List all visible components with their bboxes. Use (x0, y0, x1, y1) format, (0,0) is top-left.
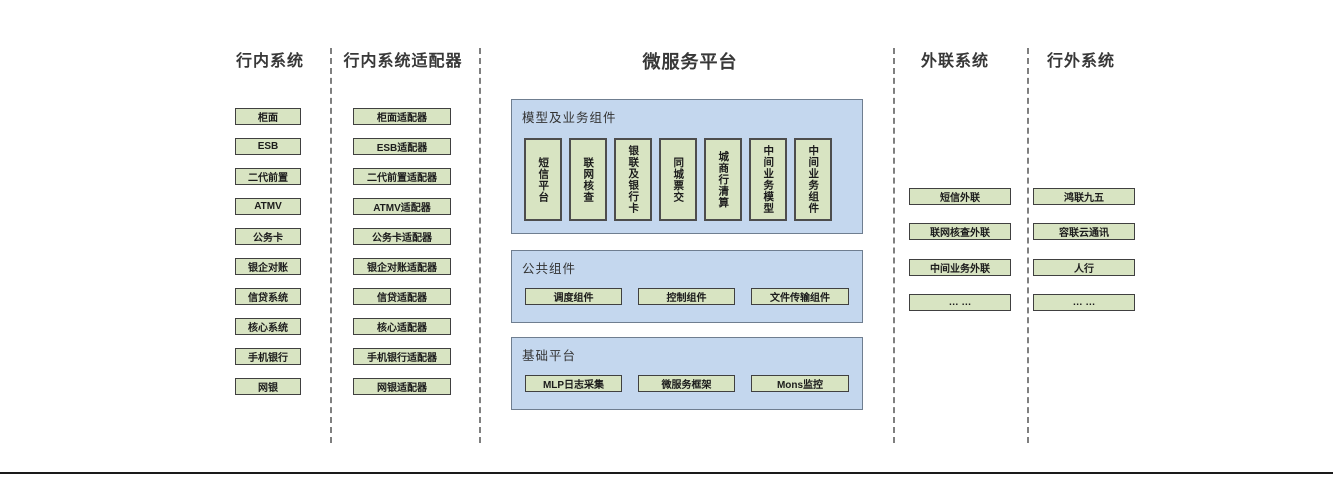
internal-system-node: 信贷系统 (235, 288, 301, 305)
group-public-components: 公共组件 调度组件 控制组件 文件传输组件 (511, 250, 863, 323)
internal-system-node: 手机银行 (235, 348, 301, 365)
internal-system-node: 银企对账 (235, 258, 301, 275)
adapter-node: 网银适配器 (353, 378, 451, 395)
internal-system-node: 核心系统 (235, 318, 301, 335)
group-title: 基础平台 (522, 349, 577, 363)
column-title-outreach-systems: 外联系统 (920, 53, 989, 70)
outreach-system-node: 短信外联 (909, 188, 1011, 205)
group-base-platform: 基础平台 MLP日志采集 微服务框架 Mons监控 (511, 337, 863, 410)
adapter-node: 信贷适配器 (353, 288, 451, 305)
adapter-node: 柜面适配器 (353, 108, 451, 125)
internal-system-node: ESB (235, 138, 301, 155)
adapter-node: 银企对账适配器 (353, 258, 451, 275)
internal-system-node: 网银 (235, 378, 301, 395)
platform-component-node: Mons监控 (751, 375, 849, 392)
column-title-microservice-platform: 微服务平台 (642, 52, 738, 72)
external-system-node: 人行 (1033, 259, 1135, 276)
adapter-node: 手机银行适配器 (353, 348, 451, 365)
group-title: 模型及业务组件 (522, 111, 617, 125)
column-title-external-systems: 行外系统 (1046, 53, 1115, 70)
internal-system-node: 二代前置 (235, 168, 301, 185)
platform-component-node: 城商行清算 (704, 138, 742, 221)
adapter-node: ATMV适配器 (353, 198, 451, 215)
platform-component-node: MLP日志采集 (525, 375, 622, 392)
platform-component-node: 控制组件 (638, 288, 735, 305)
internal-system-node: 柜面 (235, 108, 301, 125)
group-title: 公共组件 (522, 262, 577, 276)
column-divider (893, 48, 895, 443)
external-system-node: 鸿联九五 (1033, 188, 1135, 205)
external-system-node: 容联云通讯 (1033, 223, 1135, 240)
internal-system-node: ATMV (235, 198, 301, 215)
platform-component-node: 同城票交 (659, 138, 697, 221)
platform-component-node: 调度组件 (525, 288, 622, 305)
column-divider (1027, 48, 1029, 443)
column-divider (479, 48, 481, 443)
platform-component-node: 中间业务组件 (794, 138, 832, 221)
column-title-internal-systems: 行内系统 (235, 53, 304, 70)
external-system-node: … … (1033, 294, 1135, 311)
adapter-node: 公务卡适配器 (353, 228, 451, 245)
internal-system-node: 公务卡 (235, 228, 301, 245)
platform-component-node: 文件传输组件 (751, 288, 849, 305)
bottom-border-line (0, 472, 1333, 474)
outreach-system-node: 中间业务外联 (909, 259, 1011, 276)
outreach-system-node: 联网核查外联 (909, 223, 1011, 240)
platform-component-node: 中间业务模型 (749, 138, 787, 221)
platform-component-node: 银联及银行卡 (614, 138, 652, 221)
outreach-system-node: … … (909, 294, 1011, 311)
platform-component-node: 短信平台 (524, 138, 562, 221)
column-title-internal-adapters: 行内系统适配器 (343, 53, 463, 70)
column-divider (330, 48, 332, 443)
platform-component-node: 联网核查 (569, 138, 607, 221)
platform-component-node: 微服务框架 (638, 375, 735, 392)
adapter-node: 二代前置适配器 (353, 168, 451, 185)
group-model-business-components: 模型及业务组件 短信平台 联网核查 银联及银行卡 同城票交 城商行清算 中间业务… (511, 99, 863, 234)
adapter-node: ESB适配器 (353, 138, 451, 155)
adapter-node: 核心适配器 (353, 318, 451, 335)
